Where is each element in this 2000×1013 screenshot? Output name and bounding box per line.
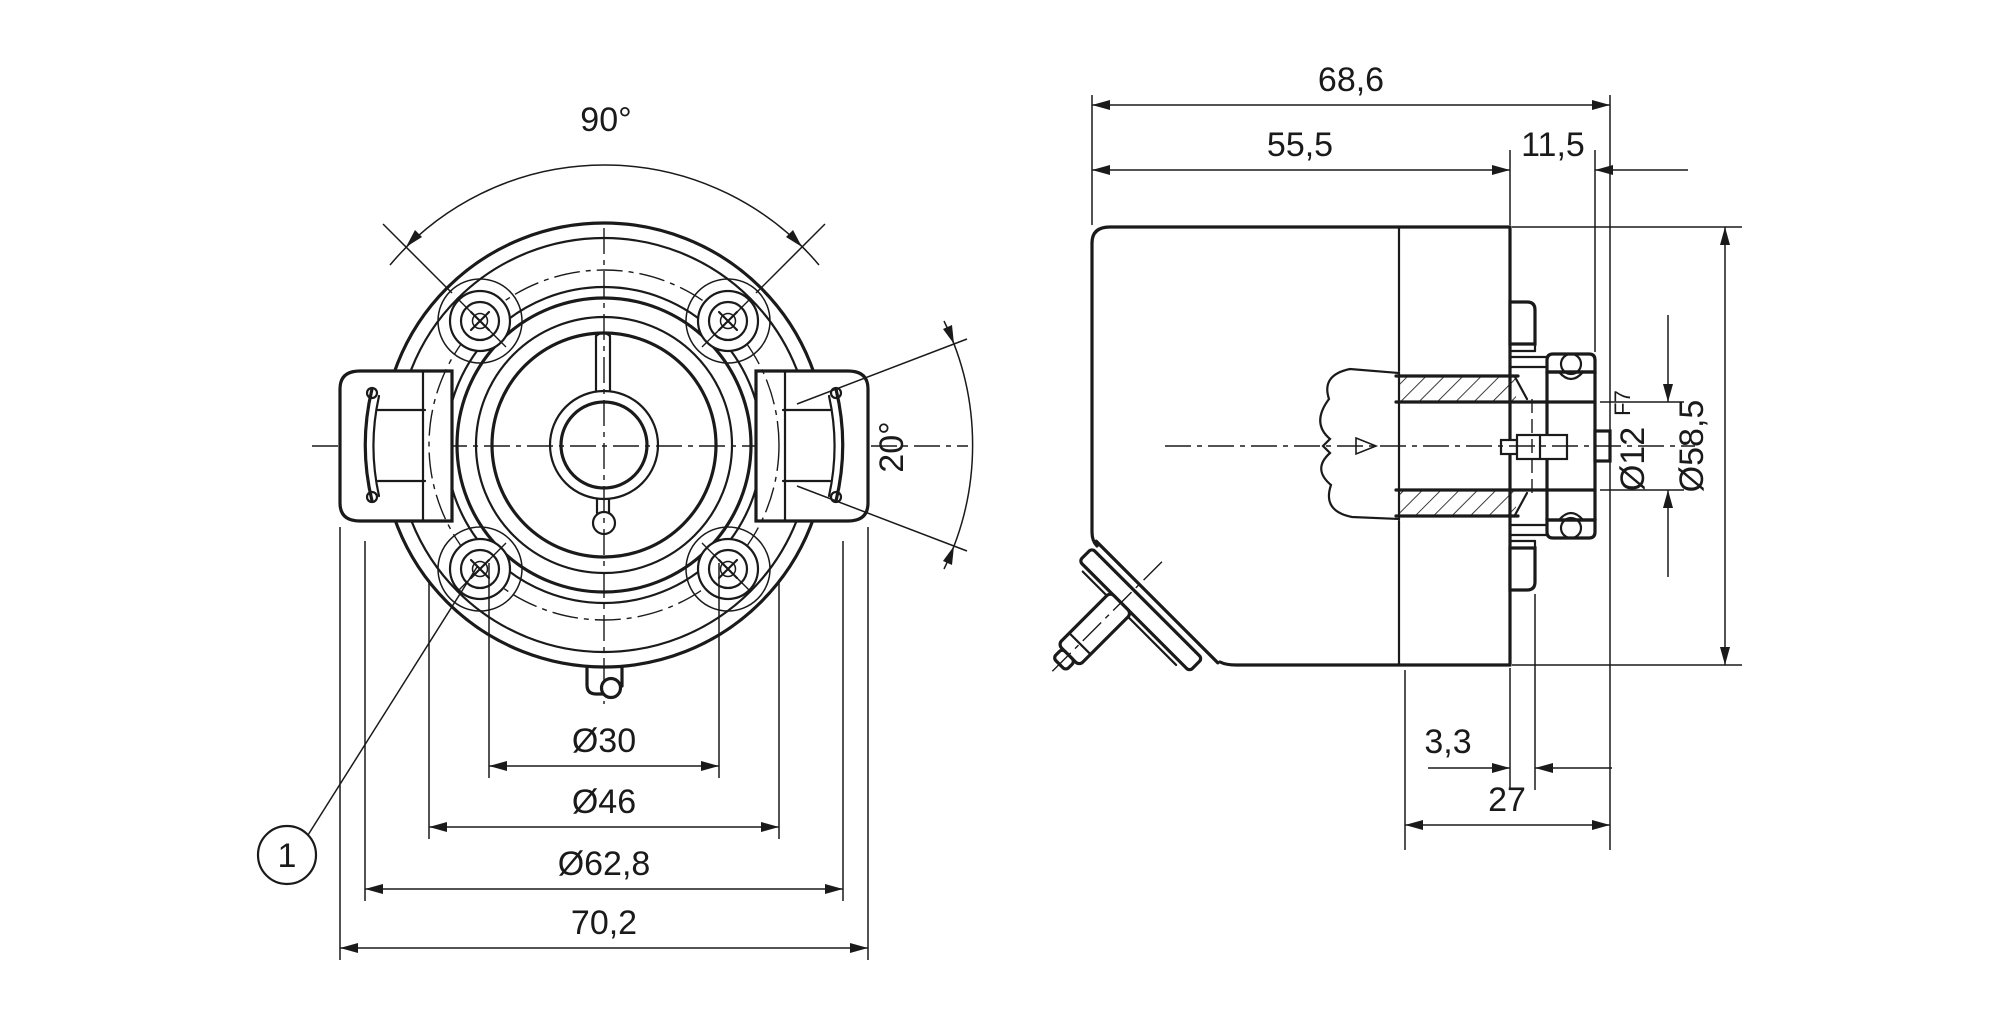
- shaft-hub: [1508, 355, 1549, 537]
- dim-label-55-5: 55,5: [1267, 126, 1333, 164]
- dim-label-90deg: 90°: [580, 101, 631, 139]
- screw-top-left: [437, 278, 523, 364]
- dim-label-dia62-8: Ø62,8: [558, 845, 651, 883]
- dim-label-dia58-5: Ø58,5: [1673, 400, 1711, 493]
- cable-gland: [1049, 539, 1220, 674]
- balloon-1: 1: [256, 566, 478, 886]
- counterbore-circle: [474, 315, 734, 575]
- dimension-90deg: 90°: [382, 101, 826, 294]
- collet-slit-bottom: [591, 497, 617, 536]
- dimension-20deg: 20°: [796, 320, 974, 570]
- dim-label-dia12-fit: F7: [1610, 390, 1635, 416]
- dim-label-dia12: Ø12: [1614, 427, 1652, 491]
- dimension-dia58-5: Ø58,5: [1512, 226, 1742, 666]
- collet-ring: [548, 389, 660, 501]
- dimension-11-5: 11,5: [1521, 126, 1688, 352]
- torque-boss-bottom: [1508, 539, 1537, 592]
- clamp-slot-left-outer: [363, 387, 374, 503]
- dimension-3-3: 3,3: [1424, 594, 1612, 790]
- dimension-dia30: Ø30: [488, 563, 720, 778]
- dim-label-3-3: 3,3: [1424, 723, 1471, 761]
- screw-top-right: [685, 278, 771, 364]
- front-view: 90° 20° Ø30 Ø46: [256, 101, 974, 960]
- torque-boss-top: [1508, 300, 1537, 353]
- side-view: 68,6 55,5 11,5 Ø58,5: [1049, 61, 1742, 850]
- dimension-dia12-f7: Ø12 F7: [1600, 315, 1684, 577]
- torque-pin-front: [585, 665, 624, 700]
- clamp-slot-left-inner: [372, 394, 381, 498]
- dim-label-70-2: 70,2: [571, 904, 637, 942]
- clamp-screw-bottom: [1559, 516, 1583, 540]
- collet-slit-top: [594, 331, 612, 393]
- clamp-slot-right-inner: [827, 394, 836, 498]
- screw-bottom-right: [685, 526, 771, 612]
- dim-label-20deg: 20°: [873, 421, 911, 472]
- face-ring-inner: [455, 296, 753, 594]
- screw-bottom-left: [437, 526, 523, 612]
- dim-label-11-5: 11,5: [1521, 126, 1585, 164]
- bore-set-screw: [1499, 399, 1569, 493]
- bolt-circle: [428, 269, 780, 621]
- dimension-70-2: 70,2: [339, 527, 869, 960]
- mounting-ear-left: [338, 369, 454, 523]
- dimension-dia46: Ø46: [428, 583, 780, 839]
- dim-label-dia30: Ø30: [572, 722, 636, 760]
- dim-label-dia46: Ø46: [572, 783, 636, 821]
- dimension-dia62-8: Ø62,8: [364, 541, 844, 901]
- dim-label-68-6: 68,6: [1318, 61, 1384, 99]
- balloon-1-label: 1: [278, 837, 297, 875]
- dimension-27: 27: [1404, 670, 1610, 850]
- dim-label-27: 27: [1488, 781, 1526, 819]
- clamp-screw-top: [1559, 352, 1583, 376]
- shaft-bore-circle: [559, 400, 649, 490]
- dimension-68-6: 68,6: [1091, 61, 1611, 850]
- clamp-slot-right-outer: [834, 387, 845, 503]
- dimension-55-5: 55,5: [1092, 126, 1511, 225]
- sectioned-shaft: [1319, 367, 1597, 521]
- mounting-ear-right: [754, 369, 870, 523]
